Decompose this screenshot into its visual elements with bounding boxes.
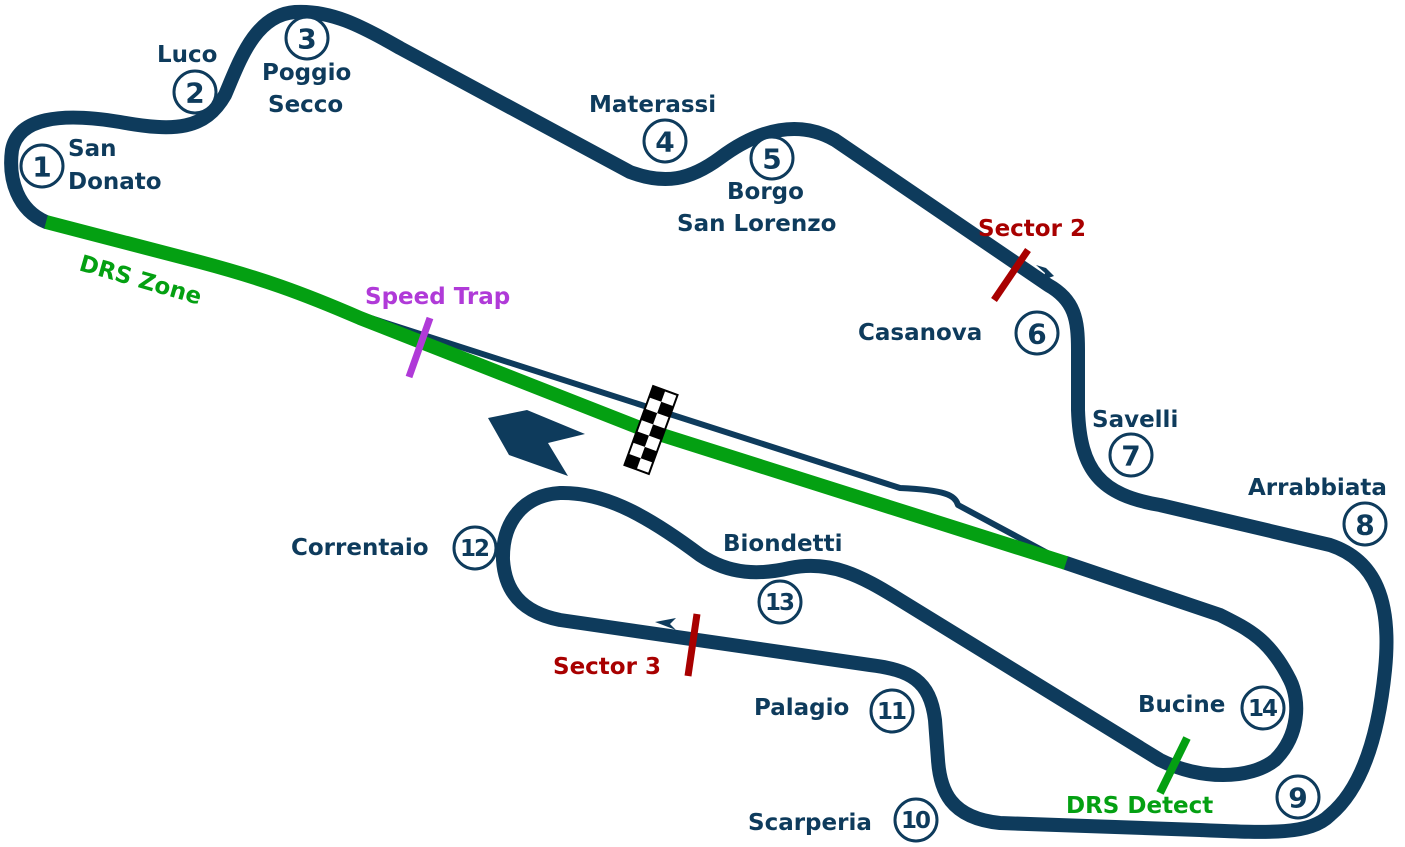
- corner-8-badge: [1342, 501, 1388, 547]
- sector3-label: Sector 3: [553, 654, 661, 680]
- corner-6-badge: [1014, 310, 1060, 356]
- corner-8-number: 8: [1355, 509, 1374, 542]
- corner-13: 13 Biondetti: [723, 531, 843, 625]
- corner-11-badge: [869, 688, 915, 734]
- corner-4-badge: [642, 118, 688, 164]
- corner-14-badge: [1240, 685, 1286, 731]
- corner-10-name: Scarperia: [748, 810, 872, 836]
- corner-10: 10 Scarperia: [748, 797, 939, 843]
- corner-4-number: 4: [655, 126, 674, 159]
- corner-7-name: Savelli: [1092, 407, 1178, 433]
- corner-12-name: Correntaio: [291, 535, 429, 561]
- speed-trap-label: Speed Trap: [365, 284, 510, 310]
- corner-5-number: 5: [762, 143, 781, 176]
- corner-5-name-line1: Borgo: [727, 179, 804, 205]
- corner-12-number: 12: [460, 536, 488, 562]
- speed-trap-line: [405, 316, 434, 379]
- corner-10-badge: [893, 797, 939, 843]
- corner-2-number: 2: [185, 77, 204, 110]
- corner-13-badge: [757, 579, 803, 625]
- corner-3: 3 Poggio Secco: [262, 15, 351, 118]
- corner-14-number: 14: [1248, 696, 1277, 722]
- corner-11-number: 11: [877, 699, 906, 725]
- corner-2-badge: [172, 69, 218, 115]
- corner-2: 2 Luco: [157, 42, 218, 115]
- corner-11: 11 Palagio: [754, 688, 915, 734]
- corner-13-number: 13: [765, 590, 794, 616]
- corner-11-name: Palagio: [754, 695, 849, 721]
- corner-1-number: 1: [32, 151, 51, 184]
- corner-3-name-line1: Poggio: [262, 60, 351, 86]
- pit-lane: [327, 302, 1069, 566]
- corner-4-name: Materassi: [589, 92, 716, 118]
- sector2-direction-arrow-icon: [1036, 265, 1054, 280]
- corner-9: 9: [1275, 774, 1321, 820]
- corner-9-number: 9: [1288, 782, 1307, 815]
- drs-zone-highlight: [44, 215, 1069, 570]
- sector3-line: [684, 613, 701, 677]
- direction-arrow-icon: [488, 410, 585, 476]
- corner-12: 12 Correntaio: [291, 525, 498, 571]
- corner-13-name: Biondetti: [723, 531, 843, 557]
- corner-9-badge: [1275, 774, 1321, 820]
- track-outline: [4, 4, 1394, 839]
- corner-6: 6 Casanova: [858, 310, 1060, 356]
- sector3-direction-arrow-icon: [655, 618, 676, 630]
- corner-7-badge: [1108, 432, 1154, 478]
- corner-2-name: Luco: [157, 42, 217, 68]
- corner-1-badge: [19, 143, 65, 189]
- corner-5: 5 Borgo San Lorenzo: [677, 135, 836, 237]
- sector2-label: Sector 2: [978, 216, 1086, 242]
- corner-14-name: Bucine: [1138, 692, 1225, 718]
- corner-7: 7 Savelli: [1092, 407, 1178, 478]
- drs-detect-label: DRS Detect: [1066, 793, 1213, 819]
- corner-5-name-line2: San Lorenzo: [677, 211, 836, 237]
- corner-8: 8 Arrabbiata: [1248, 475, 1388, 547]
- corner-12-badge: [452, 525, 498, 571]
- corner-3-badge: [284, 15, 330, 61]
- corner-3-number: 3: [297, 23, 316, 56]
- corner-6-number: 6: [1027, 318, 1046, 351]
- corner-6-name: Casanova: [858, 320, 982, 346]
- corner-5-badge: [749, 135, 795, 181]
- corner-10-number: 10: [901, 808, 930, 834]
- corner-3-name-line2: Secco: [268, 92, 343, 118]
- checkered-flag-icon: [623, 384, 679, 476]
- sector2-line: [991, 248, 1031, 302]
- corner-1: 1 San Donato: [19, 136, 162, 195]
- corner-7-number: 7: [1121, 440, 1140, 473]
- corner-1-name-line1: San: [68, 136, 116, 162]
- corner-1-name-line2: Donato: [68, 169, 162, 195]
- corner-4: 4 Materassi: [589, 92, 716, 164]
- drs-detect-line: [1156, 736, 1191, 795]
- corner-14: 14 Bucine: [1138, 685, 1286, 731]
- corner-8-name: Arrabbiata: [1248, 475, 1387, 501]
